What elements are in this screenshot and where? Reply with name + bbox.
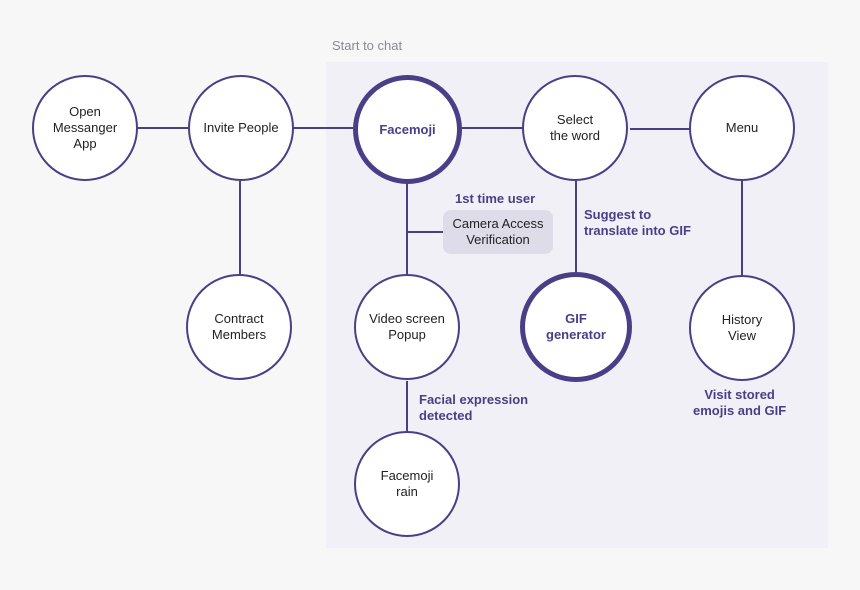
- edge-video-to-rain: [406, 381, 408, 431]
- edge-open-to-invite: [138, 127, 190, 129]
- node-facemoji-rain: Facemoji rain: [354, 431, 460, 537]
- annotation-first-time-user: 1st time user: [455, 191, 536, 206]
- edge-select-to-gif: [575, 181, 577, 272]
- annotation-visit-stored: Visit stored emojis and GIF: [693, 387, 787, 418]
- node-gif-generator: GIF generator: [520, 272, 632, 382]
- node-open-messanger-app: Open Messanger App: [32, 75, 138, 181]
- camera-access-verification: Camera Access Verification: [443, 210, 553, 254]
- node-menu: Menu: [689, 75, 795, 181]
- node-video-screen-popup: Video screen Popup: [354, 274, 460, 380]
- edge-menu-to-history: [741, 181, 743, 275]
- node-facemoji: Facemoji: [353, 75, 462, 184]
- annotation-suggest-translate: Suggest to translate into GIF: [584, 207, 691, 238]
- edge-invite-to-contract: [239, 181, 241, 274]
- annotation-facial-expression: Facial expression detected: [419, 392, 529, 423]
- node-history-view: History View: [689, 275, 795, 381]
- edge-select-to-menu: [630, 128, 691, 130]
- node-invite-people: Invite People: [188, 75, 294, 181]
- node-contract-members: Contract Members: [186, 274, 292, 380]
- node-select-the-word: Select the word: [522, 75, 628, 181]
- edge-invite-to-facemoji: [292, 127, 354, 129]
- edge-facemoji-to-select: [460, 127, 524, 129]
- edge-facemoji-to-camera: [408, 231, 443, 233]
- region-label: Start to chat: [332, 38, 403, 53]
- edge-facemoji-to-video: [406, 183, 408, 274]
